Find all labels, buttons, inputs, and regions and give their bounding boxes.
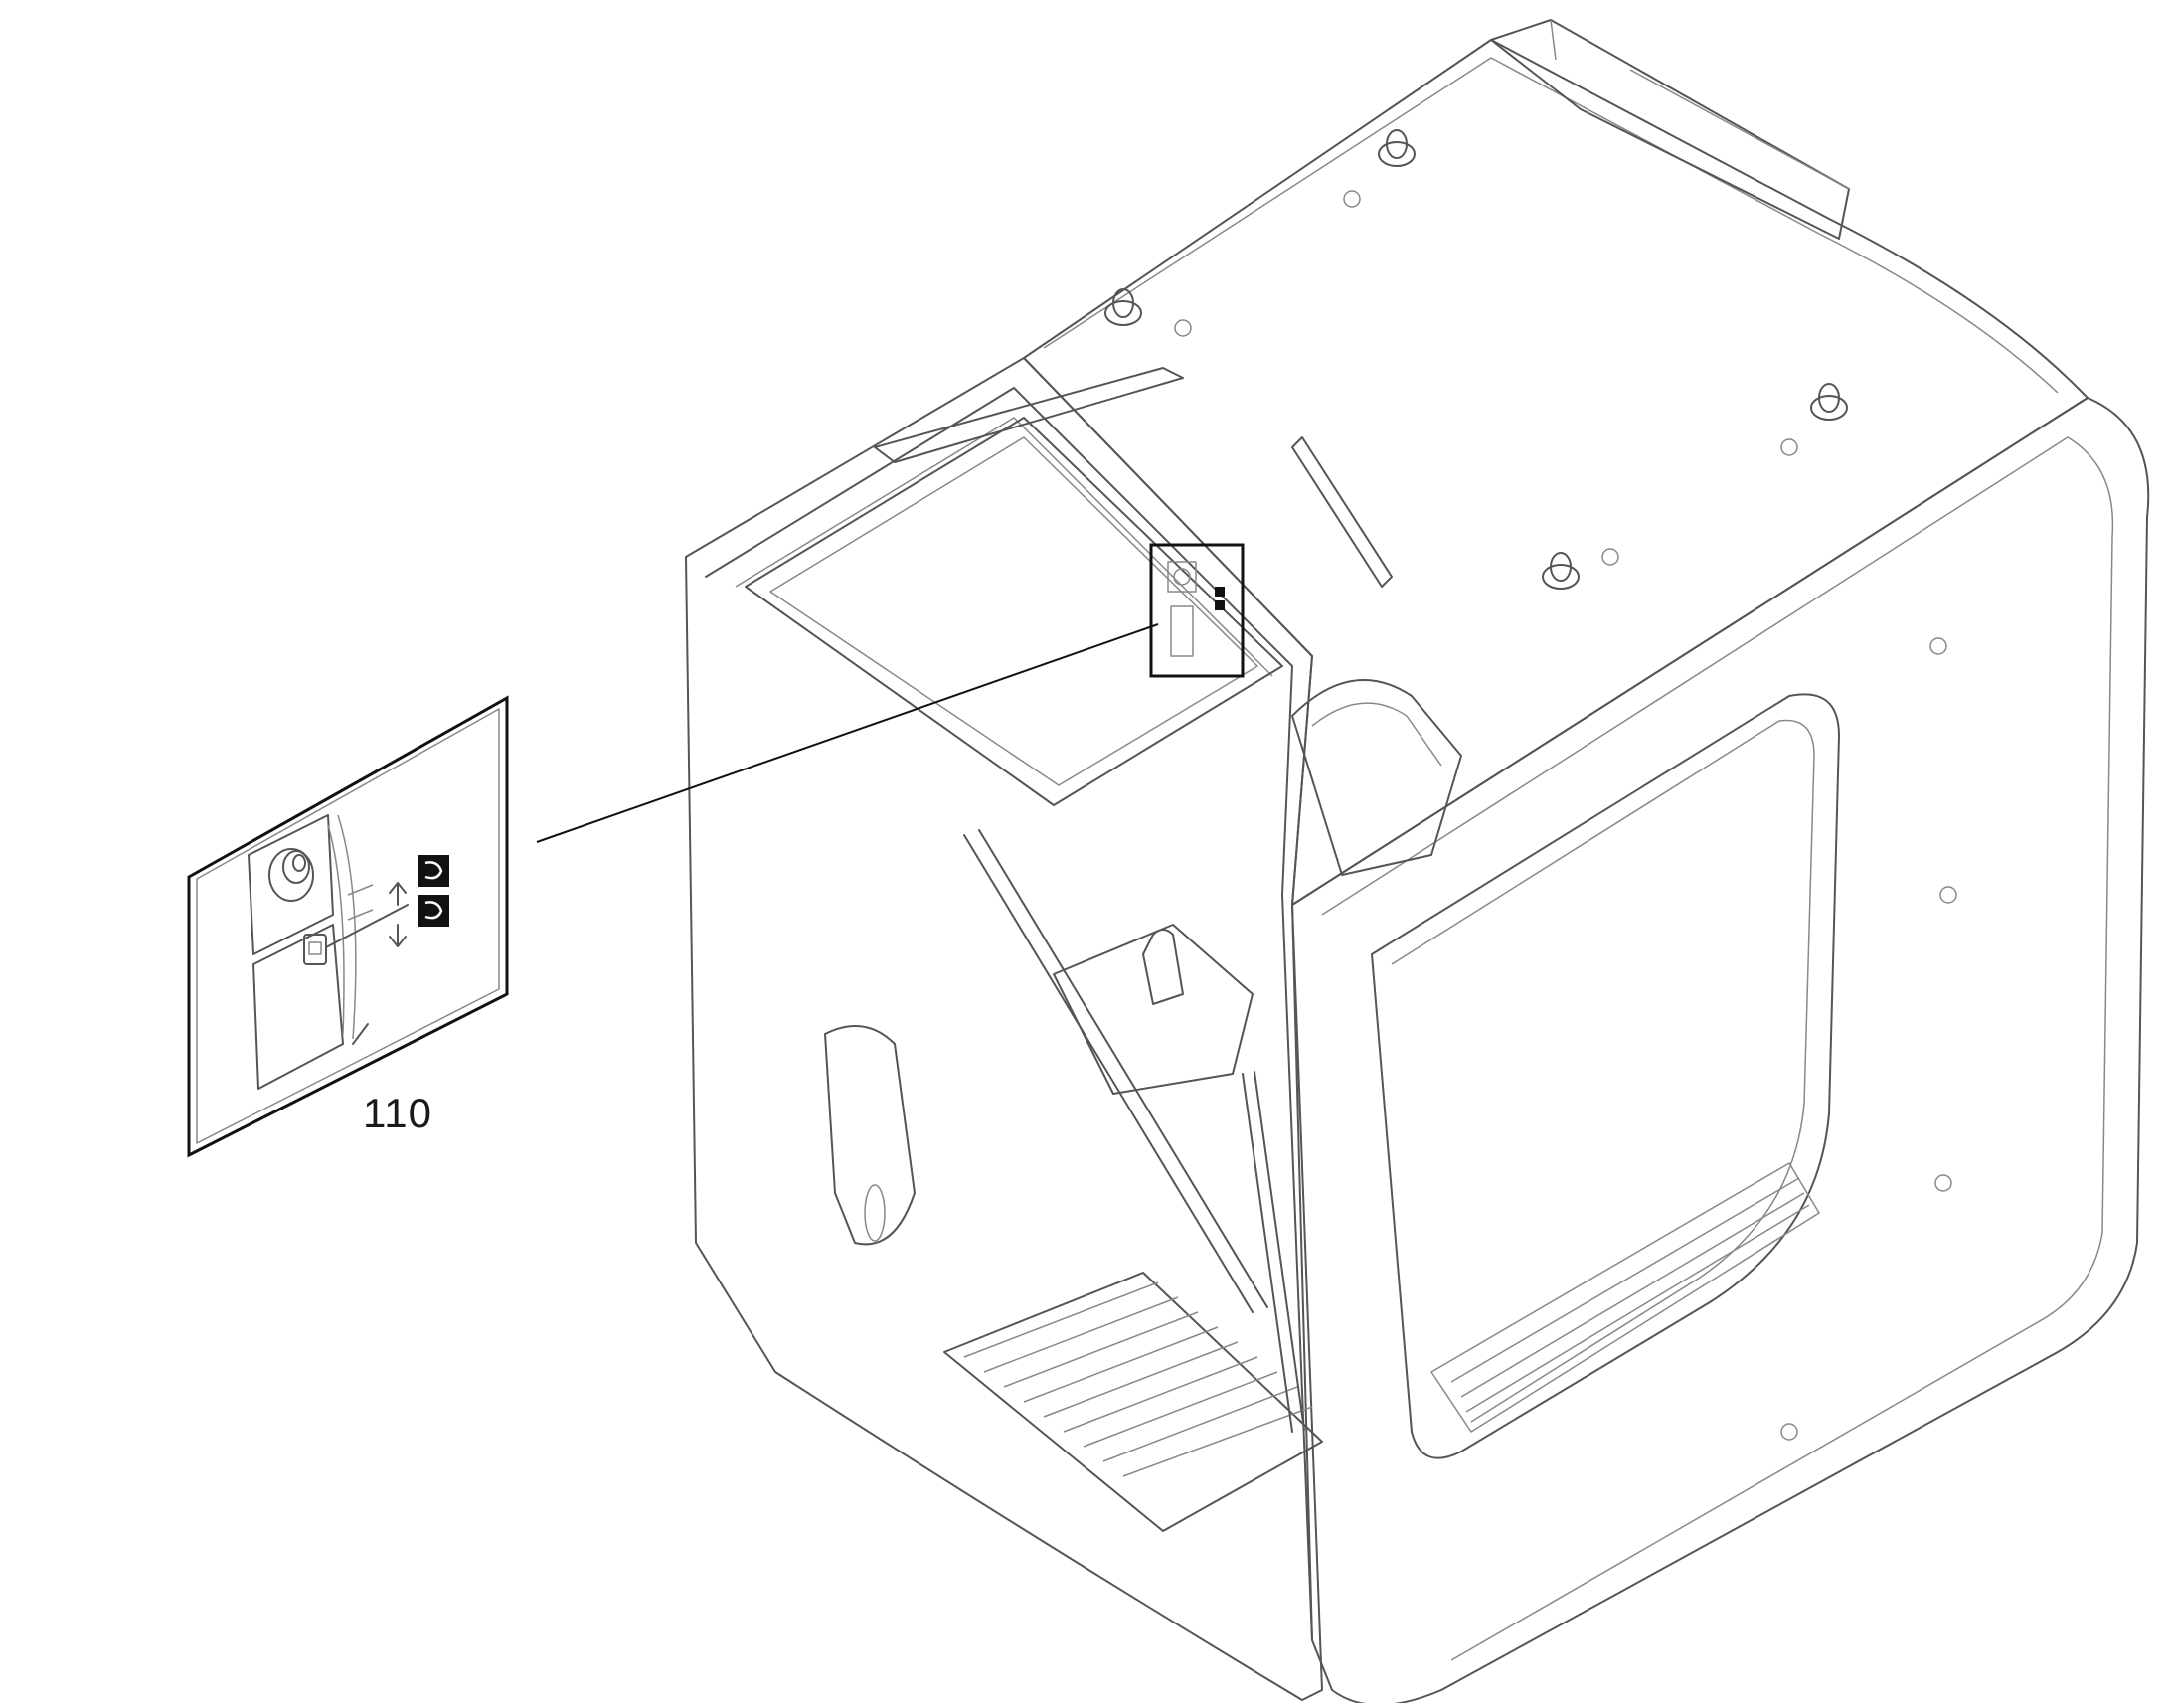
operator-seat [1291, 679, 1462, 876]
wiper-blade [1242, 1071, 1305, 1433]
front-frame-inner [735, 417, 1273, 677]
control-rod [963, 829, 1268, 1313]
floor-grating [1430, 1162, 1820, 1433]
left-control-pod [824, 1025, 916, 1246]
right-shell-inner [1321, 436, 2114, 1661]
part-callout-label: 110 [363, 1090, 432, 1136]
switch-icon [303, 934, 327, 965]
bolts [1174, 190, 1957, 1441]
leader-line [536, 623, 1159, 843]
seat-panel [248, 814, 334, 955]
wiper-arm-left [874, 367, 1184, 463]
horn-symbol-icon [418, 855, 449, 927]
door-opening [1371, 693, 1840, 1459]
wiper-arm-right [1291, 436, 1393, 588]
roof-inner-edge [1043, 57, 2059, 394]
front-frame-outer [705, 387, 1313, 1641]
arrow-down-icon [389, 924, 407, 947]
joystick-icon [268, 848, 314, 902]
cab-left-side [685, 357, 1323, 1701]
cab-right-side [1291, 397, 2150, 1706]
front-floor-plate [943, 1272, 1323, 1532]
cab-roof [1023, 39, 2089, 906]
roof-ac-unit [1490, 19, 1850, 240]
arrow-up-icon [389, 882, 407, 906]
decal-outline [187, 695, 509, 1158]
lifting-eyes [1104, 129, 1848, 590]
operator-cab [685, 19, 2150, 1706]
door-frame-inner [1391, 719, 1815, 1423]
rear-window [745, 417, 1283, 806]
decal-detail [187, 695, 509, 1158]
joystick-console [1053, 924, 1254, 1095]
joystick [1142, 929, 1184, 1005]
decal-on-cab [1149, 543, 1245, 678]
